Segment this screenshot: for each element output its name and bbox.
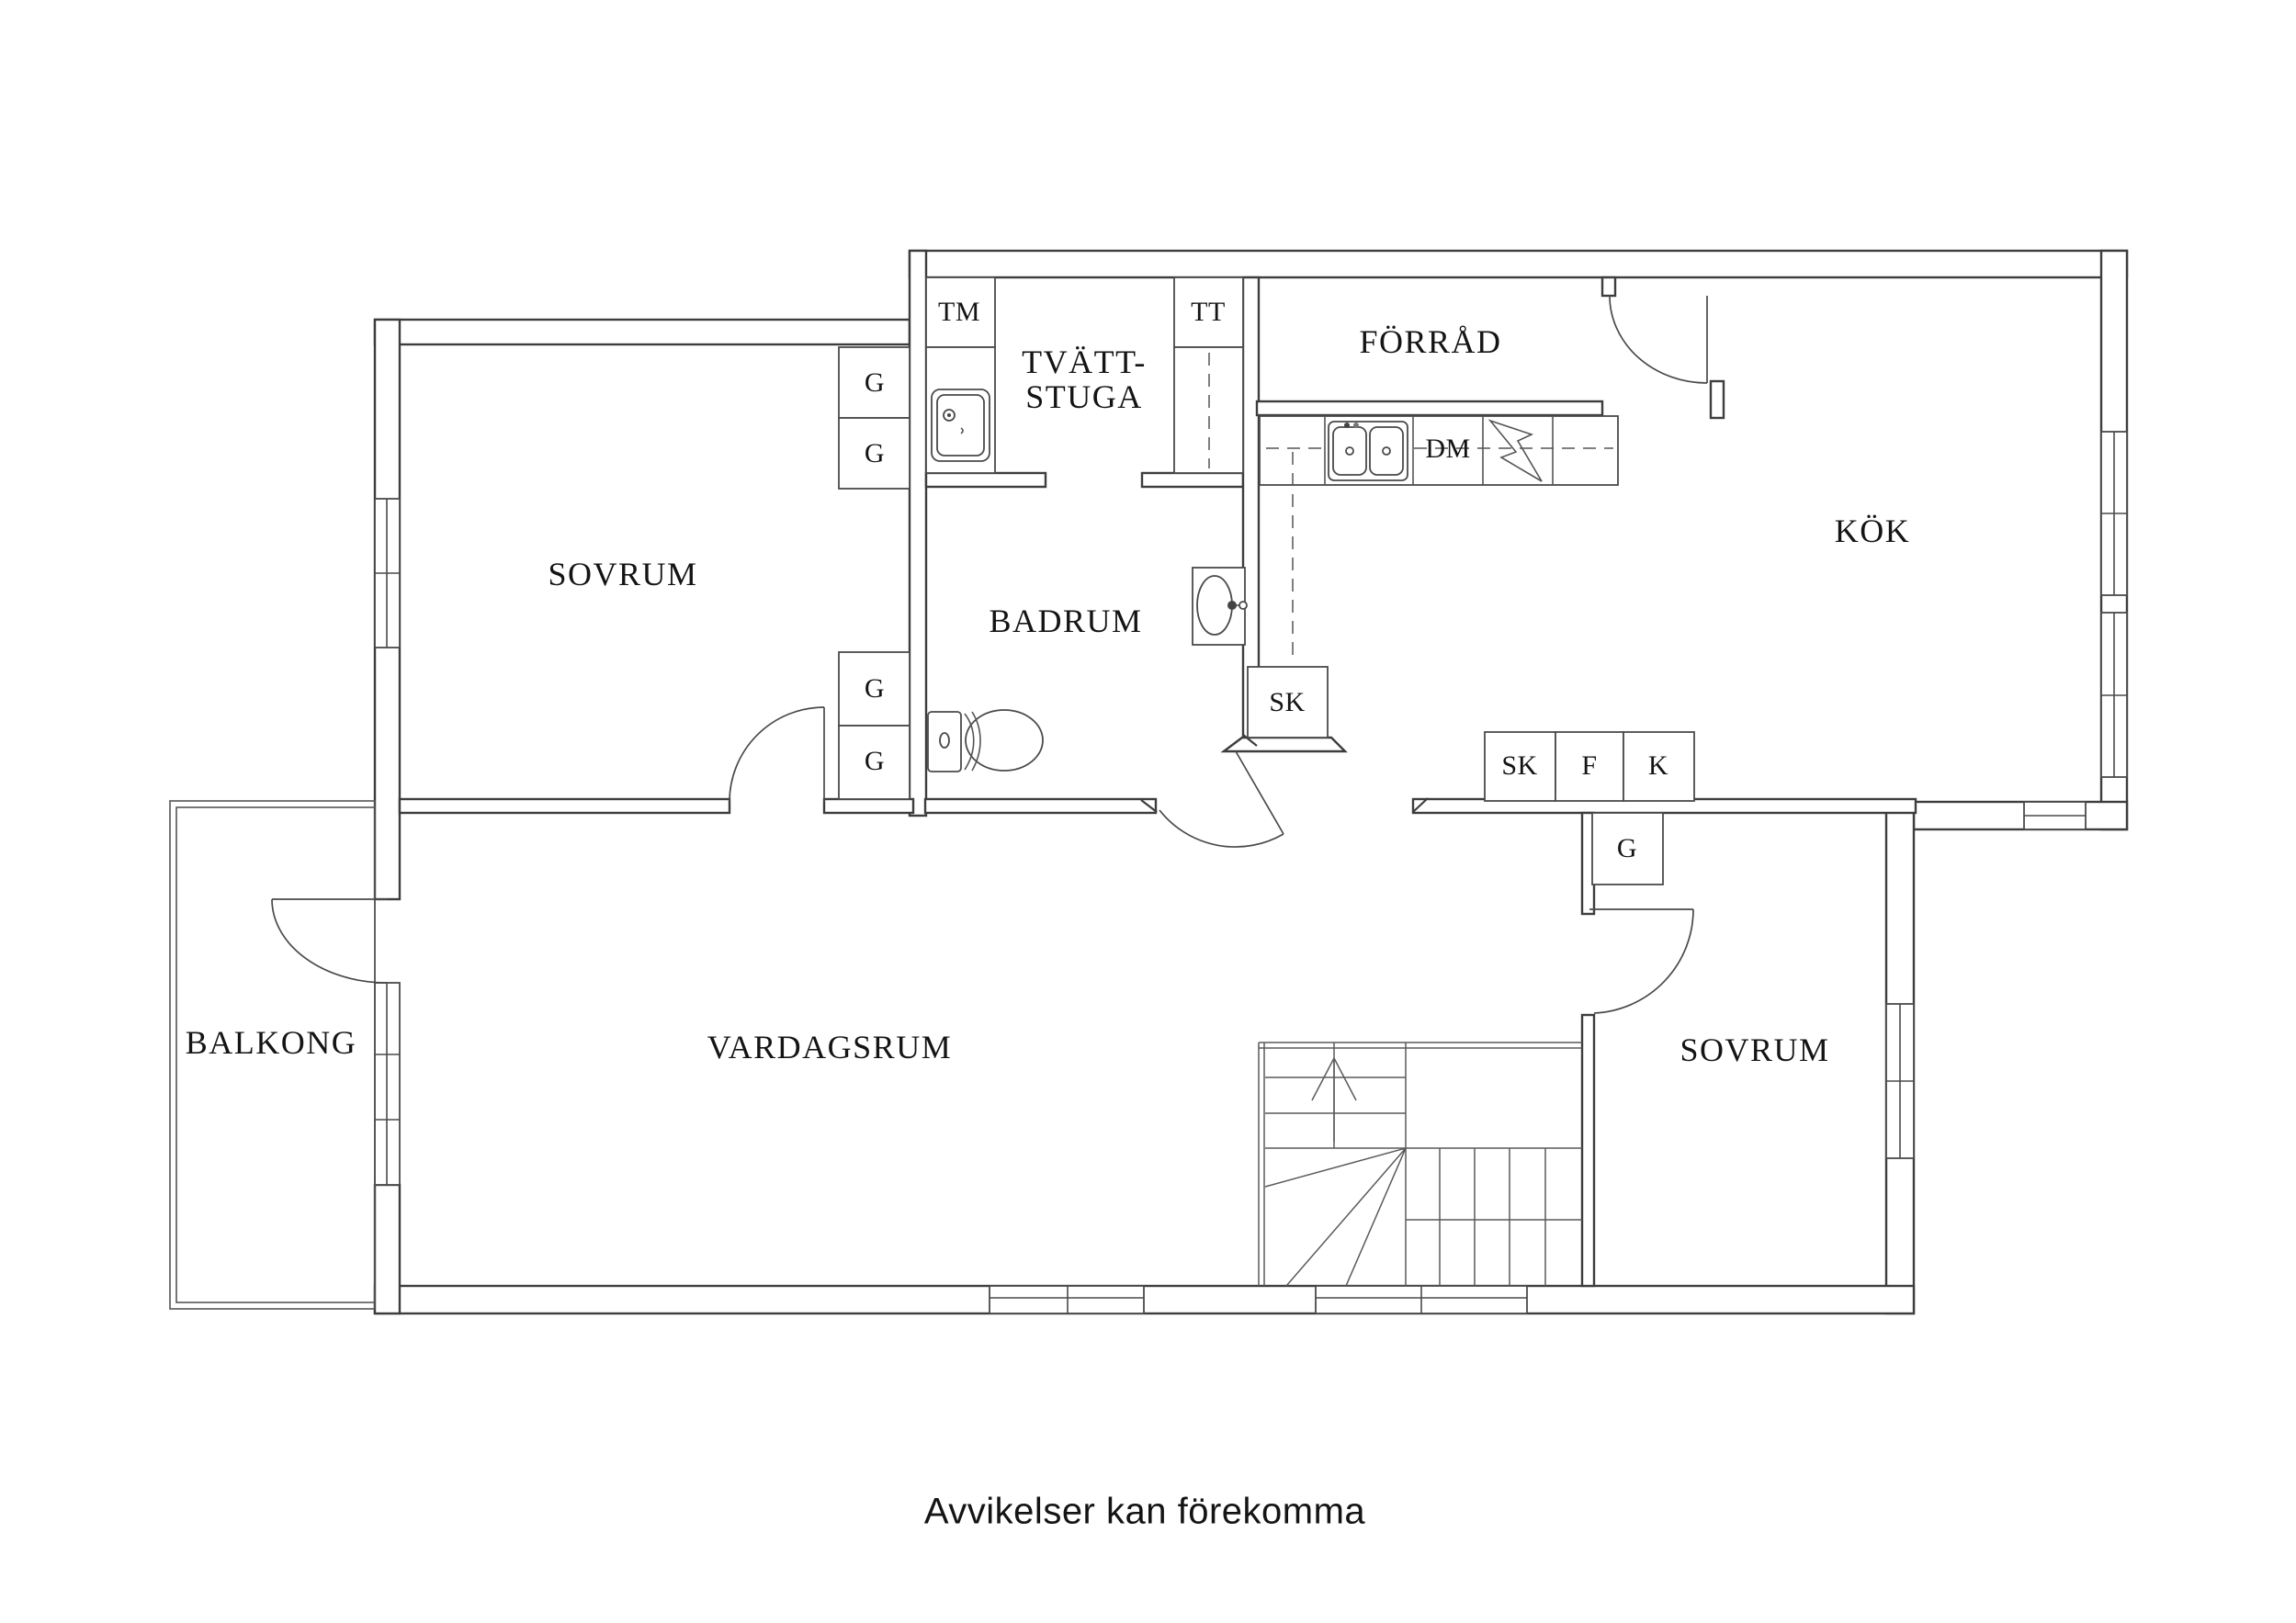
laundry-sink-icon — [931, 389, 990, 462]
stair-direction-arrow — [1311, 1057, 1357, 1142]
kitchen-counter — [1259, 415, 1619, 486]
code-label-g2: G — [864, 438, 886, 468]
doors — [271, 295, 1708, 1014]
staircase — [1258, 1042, 1582, 1287]
code-label-dm: DM — [1425, 434, 1471, 464]
code-label-sk-kok: SK — [1501, 750, 1538, 781]
windows — [374, 431, 2128, 1314]
stove-icon — [1487, 419, 1543, 482]
code-label-g5: G — [1616, 833, 1638, 863]
wall-end-ticks — [1140, 734, 1429, 813]
dashed-guides — [1208, 353, 1613, 663]
room-label-vardagsrum: VARDAGSRUM — [707, 1029, 953, 1065]
room-label-sovrum-2: SOVRUM — [1680, 1031, 1830, 1068]
interior-walls — [398, 276, 1917, 1288]
code-label-f: F — [1581, 750, 1598, 781]
room-label-sovrum-1: SOVRUM — [548, 556, 698, 592]
room-label-kok: KÖK — [1834, 513, 1911, 549]
room-label-tvattstuga-2: STUGA — [1025, 378, 1143, 415]
closets — [838, 276, 1695, 885]
code-label-tt: TT — [1191, 297, 1226, 327]
room-label-badrum: BADRUM — [989, 603, 1143, 639]
code-label-k: K — [1647, 750, 1669, 781]
washbasin-icon — [1192, 567, 1248, 646]
code-label-g4: G — [864, 746, 886, 776]
room-label-tvattstuga-1: TVÄTT- — [1022, 344, 1147, 380]
kitchen-double-sink-icon — [1328, 421, 1408, 481]
room-label-balkong: BALKONG — [185, 1024, 357, 1061]
code-label-sk-badrum: SK — [1269, 687, 1306, 717]
code-label-g3: G — [864, 673, 886, 704]
code-label-g1: G — [864, 367, 886, 398]
toilet-icon — [927, 709, 1044, 772]
balcony-railing — [169, 800, 376, 1310]
disclaimer-text: Avvikelser kan förekomma — [923, 1491, 1366, 1532]
code-label-tm: TM — [938, 297, 980, 327]
room-label-forrad: FÖRRÅD — [1359, 323, 1502, 360]
